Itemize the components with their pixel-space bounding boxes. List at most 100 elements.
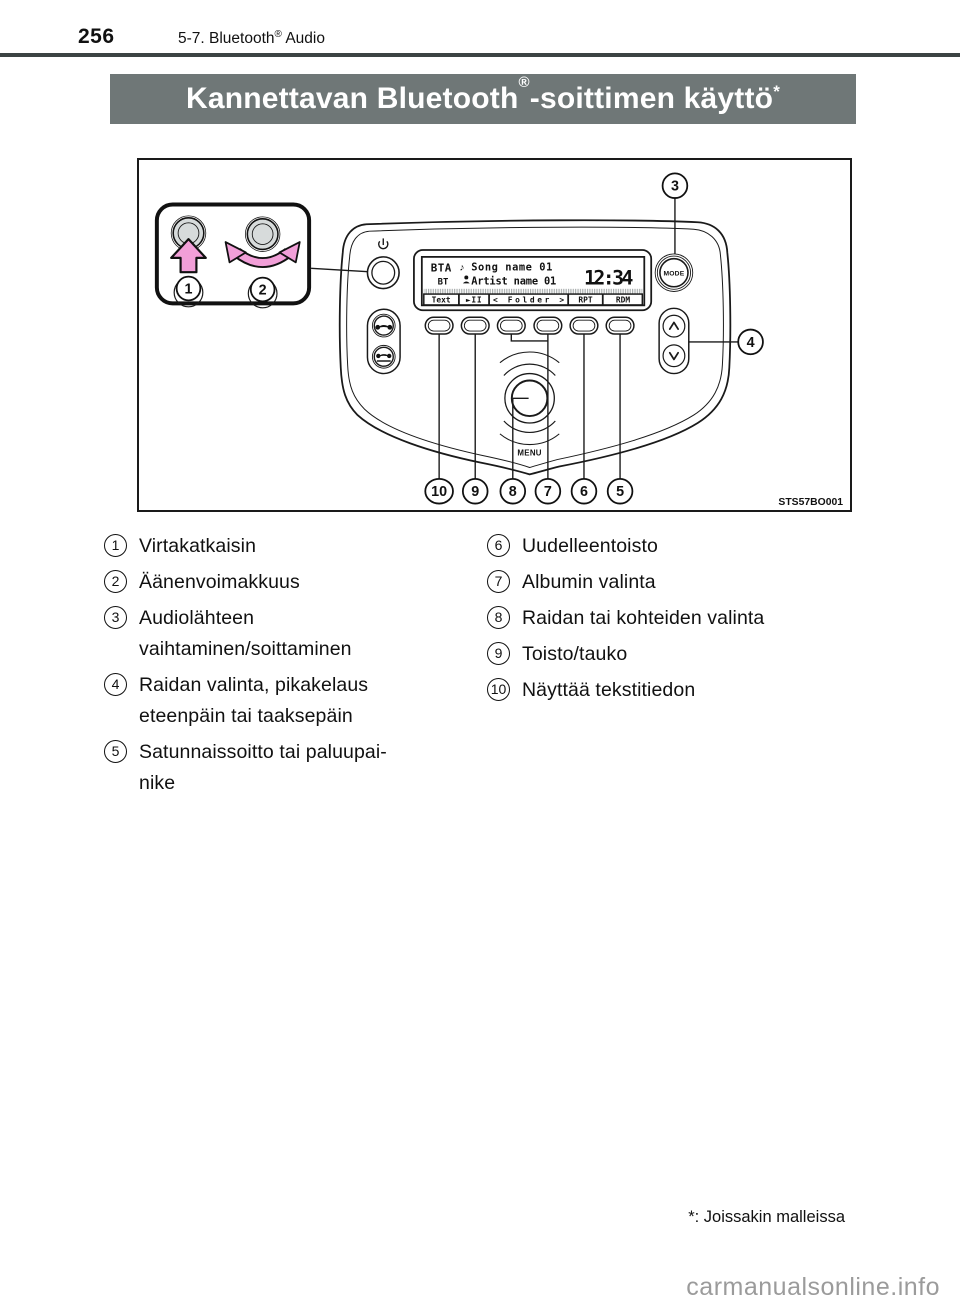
callout-2: 2 — [249, 276, 276, 303]
rotate-arrow-icon — [224, 241, 301, 268]
menu-label: MENU — [517, 449, 541, 458]
phone-answer-icon — [375, 324, 393, 330]
legend-item-7: 7 Albumin valinta — [487, 567, 857, 598]
figure-code: STS57BO001 — [778, 497, 843, 508]
audio-unit-figure: BTA BT ♪ Song name 01 Artist name 01 12:… — [137, 158, 852, 512]
registered-mark: ® — [274, 29, 282, 40]
item-number: 7 — [487, 570, 510, 593]
callout-lines — [311, 198, 739, 479]
up-arrow-icon — [170, 238, 207, 274]
item-number: 1 — [104, 534, 127, 557]
legend-item-5: 5 Satunnaissoitto tai paluupai-nike — [104, 737, 404, 799]
callout-10: 10 — [424, 477, 454, 505]
softkey-playpause: ►II — [466, 296, 482, 305]
rotate-knob — [244, 216, 281, 252]
item-text: Albumin valinta — [522, 571, 656, 593]
softkey-dividers — [458, 294, 604, 305]
artist-name: Artist name 01 — [471, 276, 556, 288]
registered-mark: ® — [518, 74, 530, 91]
item-number: 4 — [104, 673, 127, 696]
clock: 12:34 — [584, 267, 634, 290]
callout-3: 3 — [661, 172, 689, 199]
svg-text:9: 9 — [471, 484, 479, 500]
svg-text:1: 1 — [185, 281, 193, 297]
section-header: 5-7. Bluetooth® Audio — [178, 29, 325, 48]
item-text: Toisto/tauko — [522, 643, 628, 665]
item-number: 3 — [104, 606, 127, 629]
legend-item-3: 3 Audiolähteen vaihtaminen/soittaminen — [104, 603, 404, 665]
power-volume-knob — [366, 238, 400, 290]
item-text: Raidan valinta, pikakelaus eteenpäin tai… — [139, 674, 369, 727]
callout-6: 6 — [570, 477, 598, 505]
mode-button: MODE — [654, 253, 694, 292]
menu-knob: MENU — [499, 351, 560, 458]
svg-text:8: 8 — [509, 484, 517, 500]
softkey-button-row — [424, 316, 635, 335]
preset-button-6 — [605, 316, 635, 335]
preset-button-3 — [496, 316, 526, 335]
item-number: 2 — [104, 570, 127, 593]
header-divider — [0, 53, 960, 57]
power-icon — [378, 238, 389, 250]
legend-item-4: 4 Raidan valinta, pikakelaus eteenpäin ta… — [104, 670, 404, 732]
preset-button-1 — [424, 316, 454, 335]
item-number: 8 — [487, 606, 510, 629]
chevron-up-icon — [668, 321, 679, 330]
legend-item-8: 8 Raidan tai kohteiden valinta — [487, 603, 857, 634]
song-title: Song name 01 — [471, 262, 552, 274]
preset-button-5 — [569, 316, 599, 335]
display-panel: BTA BT ♪ Song name 01 Artist name 01 12:… — [413, 249, 653, 312]
phone-end-icon — [376, 353, 392, 362]
softkey-text: Text — [432, 296, 451, 305]
svg-text:7: 7 — [544, 484, 552, 500]
preset-button-2 — [460, 316, 490, 335]
callout-9: 9 — [461, 477, 489, 505]
svg-text:5: 5 — [616, 484, 624, 500]
item-text: Äänenvoimakkuus — [139, 571, 300, 593]
callout-4: 4 — [737, 328, 764, 356]
svg-text:6: 6 — [580, 484, 588, 500]
bt-indicator: BT — [438, 278, 449, 288]
phone-button-group — [366, 308, 401, 375]
item-number: 9 — [487, 642, 510, 665]
callout-8: 8 — [499, 477, 527, 505]
softkey-rdm: RDM — [616, 296, 631, 305]
asterisk: * — [773, 82, 781, 101]
mode-label: MODE — [663, 270, 684, 277]
legend-item-9: 9 Toisto/tauko — [487, 639, 857, 670]
svg-text:2: 2 — [259, 282, 267, 298]
softkey-folder: < Folder > — [493, 296, 564, 305]
note-icon: ♪ — [459, 263, 464, 274]
callout-1: 1 — [175, 275, 202, 302]
item-text: Näyttää tekstitiedon — [522, 679, 696, 701]
item-text: Raidan tai kohteiden valinta — [522, 607, 765, 629]
footnote: *: Joissakin malleissa — [688, 1208, 845, 1226]
person-icon — [462, 275, 470, 284]
callout-7: 7 — [534, 477, 562, 505]
svg-text:4: 4 — [747, 335, 755, 351]
legend-item-6: 6 Uudelleentoisto — [487, 531, 857, 562]
preset-button-4 — [533, 316, 563, 335]
legend-item-2: 2 Äänenvoimakkuus — [104, 567, 404, 598]
item-text: Uudelleentoisto — [522, 535, 658, 557]
softkey-hatch — [423, 288, 643, 294]
item-text: Audiolähteen vaihtaminen/soittaminen — [139, 607, 352, 660]
callout-5: 5 — [606, 477, 634, 505]
svg-text:10: 10 — [431, 484, 447, 500]
source-indicator: BTA — [431, 262, 452, 275]
page-title: Kannettavan Bluetooth®-soittimen käyttö* — [185, 74, 781, 115]
tune-rocker — [658, 307, 690, 375]
svg-text:3: 3 — [671, 179, 679, 195]
page-number: 256 — [78, 25, 115, 48]
head-unit-diagram: BTA BT ♪ Song name 01 Artist name 01 12:… — [154, 172, 843, 508]
knob-operation-inset: 1 2 — [154, 202, 312, 309]
item-number: 5 — [104, 740, 127, 763]
chevron-down-icon — [668, 351, 679, 361]
item-text: Satunnaissoitto tai paluupai-nike — [139, 741, 387, 794]
watermark: carmanualsonline.info — [686, 1273, 940, 1301]
head-unit-body — [338, 219, 732, 476]
item-number: 6 — [487, 534, 510, 557]
